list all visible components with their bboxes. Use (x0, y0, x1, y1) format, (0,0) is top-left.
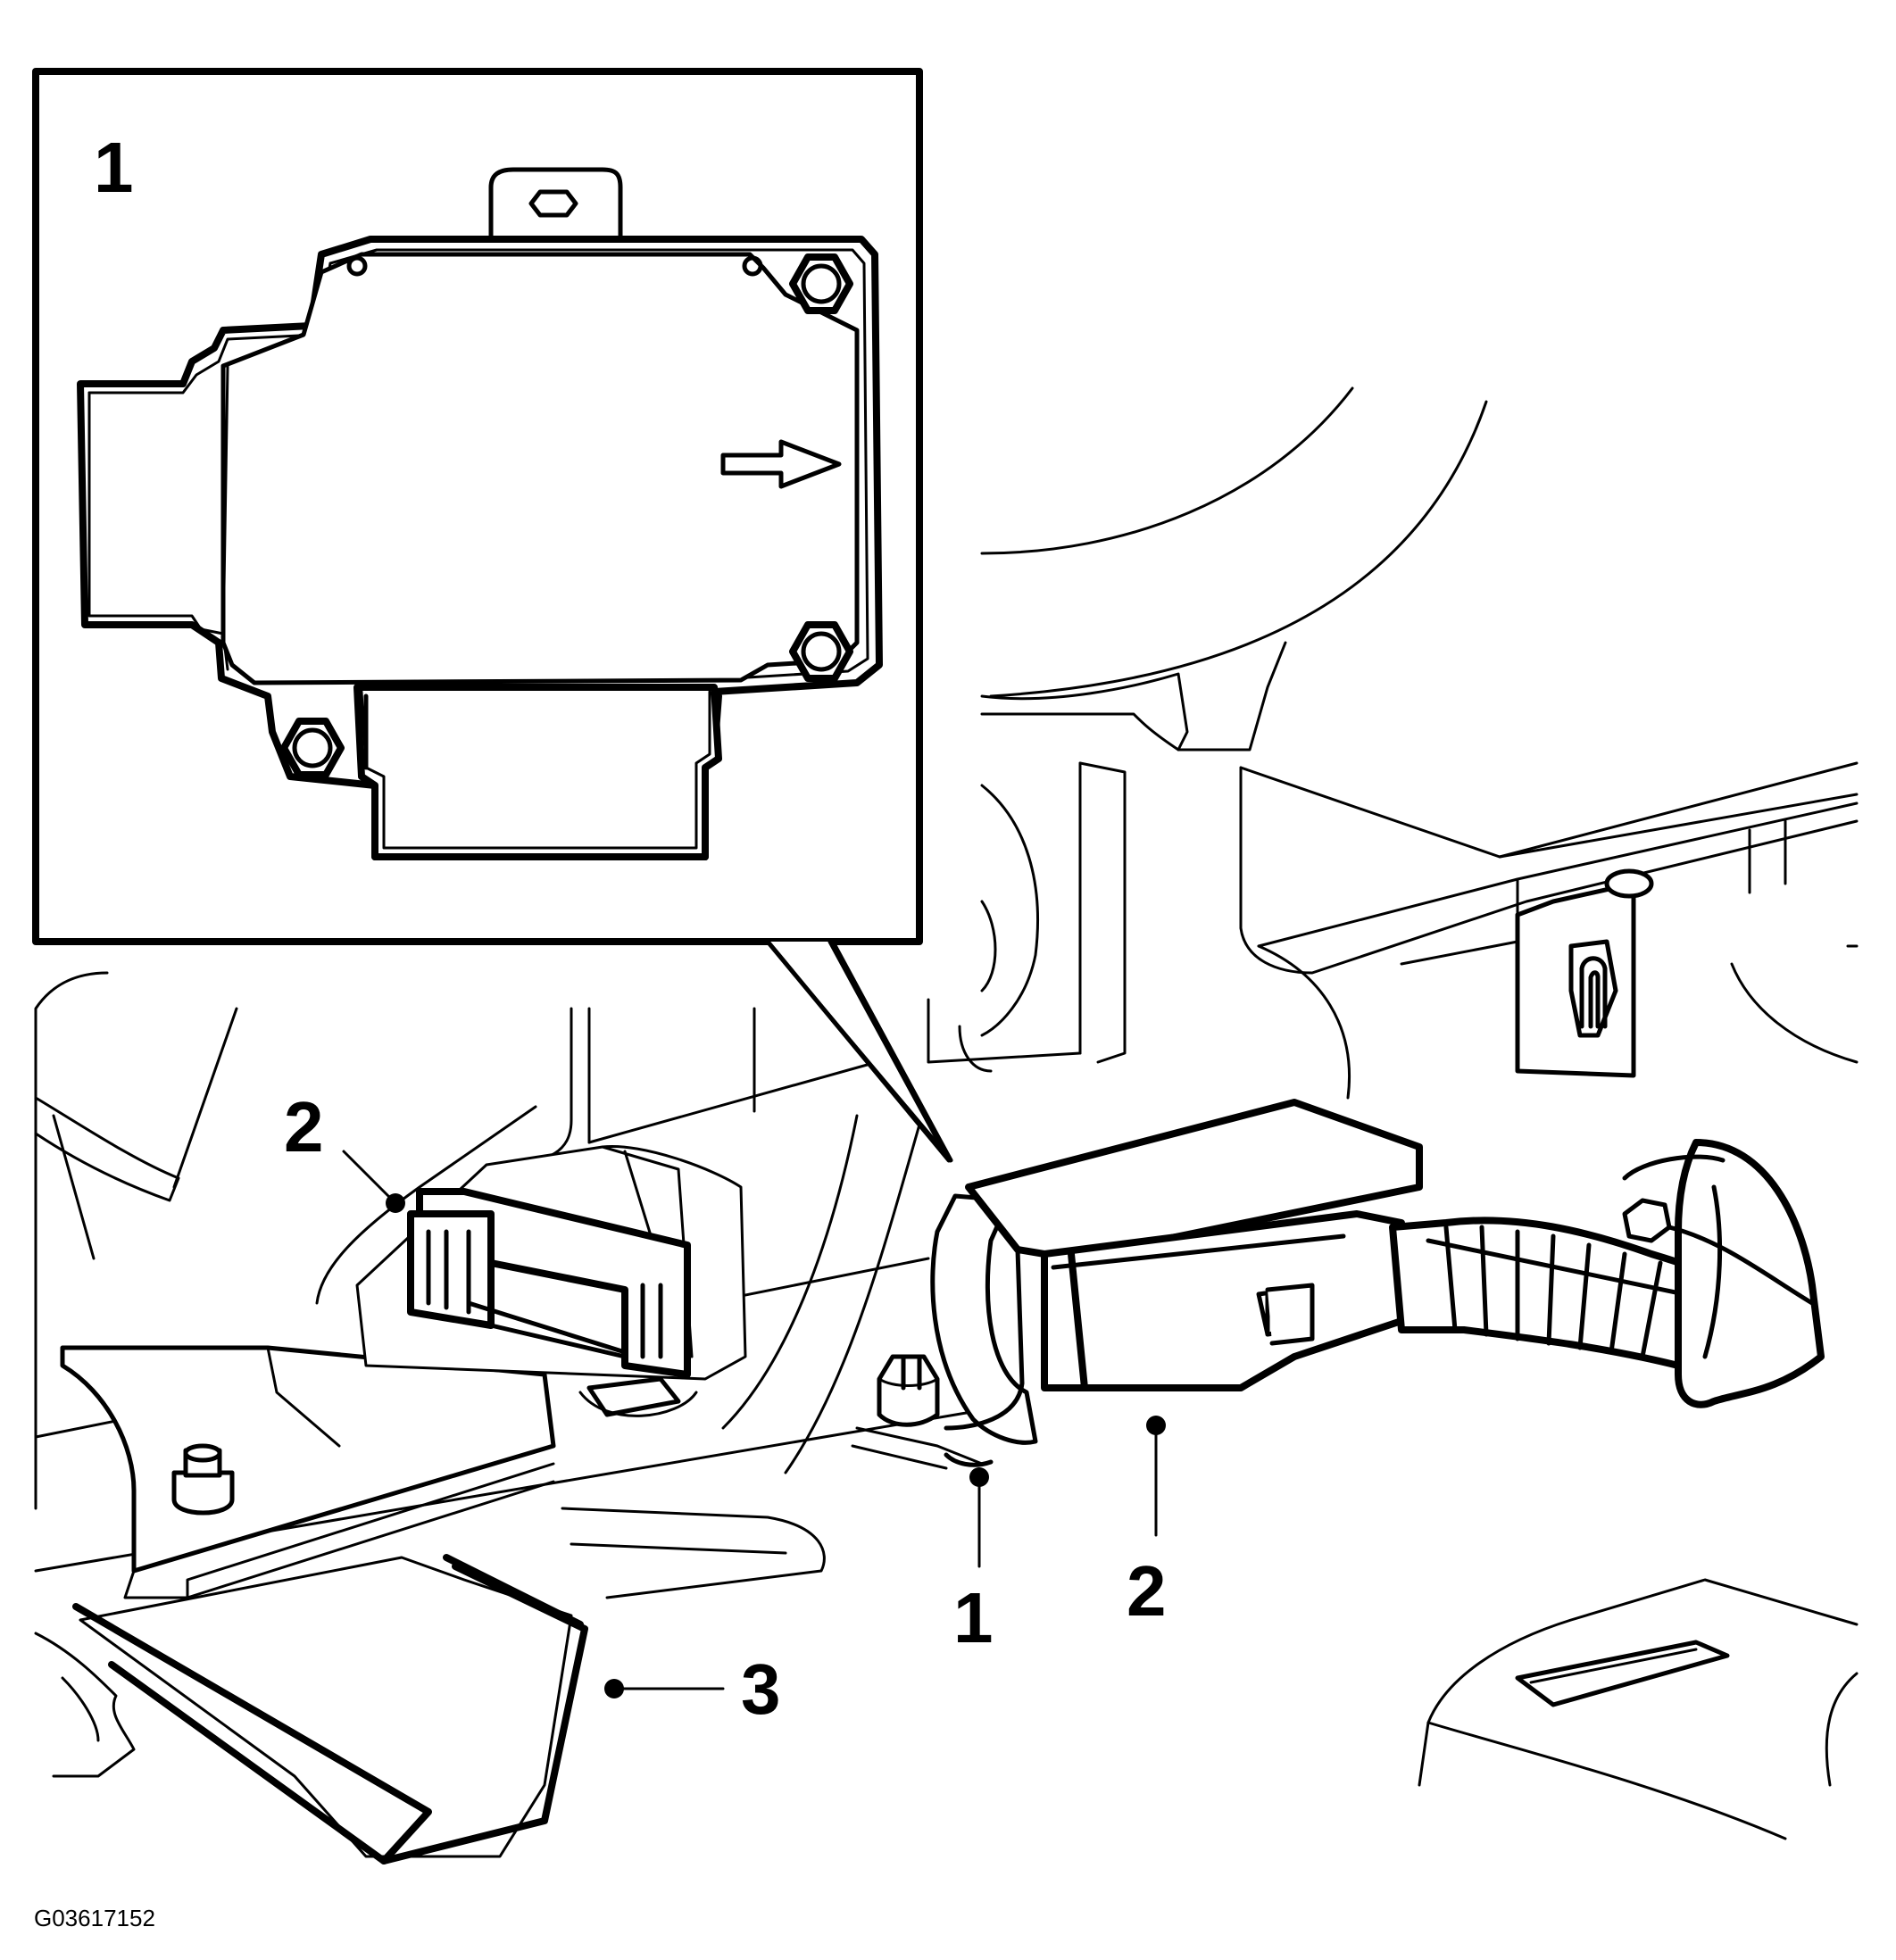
callout-2-left-dot (386, 1193, 405, 1213)
center-tunnel (927, 761, 1351, 1100)
callout-3-dot (604, 1679, 624, 1698)
callout-2-right-dot (1146, 1416, 1166, 1435)
seat-outline-lines (980, 386, 1488, 752)
callout-1-dot (969, 1467, 989, 1487)
callout-3-label: 3 (741, 1649, 781, 1729)
right-harness-connector (1041, 1139, 1825, 1408)
floor-rail (1239, 761, 1859, 1078)
trim-panel (1418, 1578, 1859, 1840)
callout-2-left-label: 2 (284, 1087, 324, 1167)
callout-1-label: 1 (953, 1578, 994, 1657)
figure-code: G03617152 (34, 1905, 155, 1931)
module-bracket (851, 1099, 1423, 1470)
mount-floor-plate (34, 971, 984, 1599)
inset-label: 1 (94, 128, 134, 207)
module-cover (34, 1554, 588, 1864)
callout-leaders (342, 1150, 1166, 1698)
left-sensor-connector (355, 1144, 747, 1381)
airbag-control-module (77, 167, 883, 860)
callout-2-right-label: 2 (1127, 1551, 1167, 1631)
